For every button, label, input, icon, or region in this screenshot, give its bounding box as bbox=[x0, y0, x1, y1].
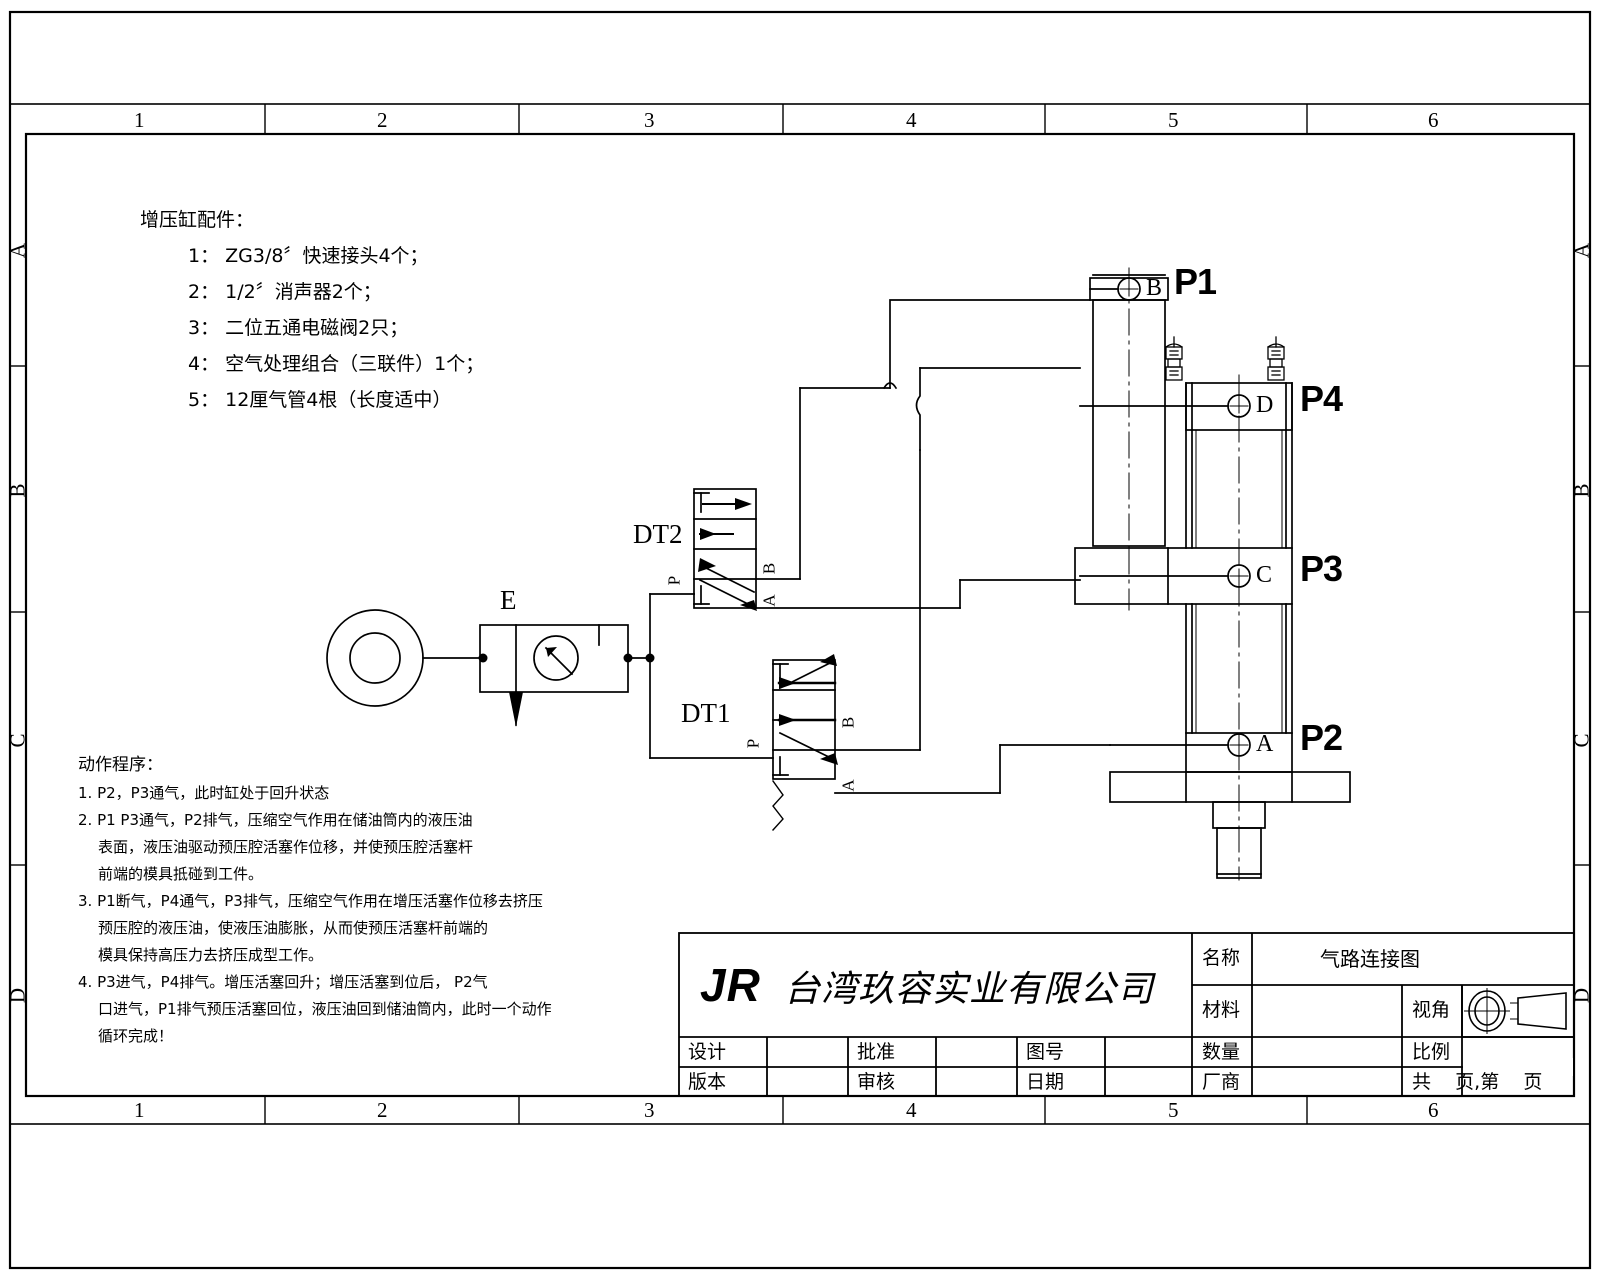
tb-approve-label: 批准 bbox=[857, 1041, 896, 1063]
parts-note-item-2: 2： 1/2〞消声器2个； bbox=[188, 281, 382, 303]
frl-label: E bbox=[500, 585, 517, 615]
zone-bottom-3: 3 bbox=[644, 1098, 655, 1122]
parts-note-item-3: 3： 二位五通电磁阀2只； bbox=[188, 317, 409, 339]
valve-dt2-label: DT2 bbox=[633, 519, 683, 549]
procedure-line-1: 1. P2，P3通气，此时缸处于回升状态 bbox=[78, 784, 330, 802]
procedure-line-8: 4. P3进气，P4排气。增压活塞回升；增压活塞到位后， P2气 bbox=[78, 973, 488, 991]
procedure-line-5: 3. P1断气，P4通气，P3排气，压缩空气作用在增压活塞作位移去挤压 bbox=[78, 892, 543, 910]
tb-qty-label: 数量 bbox=[1202, 1041, 1241, 1063]
procedure-line-10: 循环完成！ bbox=[98, 1027, 174, 1045]
cylinder-mark-c: C bbox=[1256, 562, 1273, 588]
cylinder-port-p2: P2 bbox=[1300, 717, 1343, 758]
procedure-block: 动作程序： 1. P2，P3通气，此时缸处于回升状态 2. P1 P3通气，P2… bbox=[78, 750, 552, 1046]
parts-note-heading: 增压缸配件： bbox=[140, 209, 255, 231]
zone-top-2: 2 bbox=[377, 108, 388, 132]
tb-name-label: 名称 bbox=[1202, 947, 1241, 969]
projection-symbol bbox=[1464, 988, 1567, 1034]
procedure-line-7: 模具保持高压力去挤压成型工作。 bbox=[98, 946, 324, 964]
parts-note-item-5: 5： 12厘气管4根（长度适中） bbox=[188, 389, 452, 411]
cylinder-port-p1: P1 bbox=[1174, 261, 1217, 302]
booster-cylinder-assembly bbox=[1074, 267, 1351, 881]
company-name: 台湾玖容实业有限公司 bbox=[784, 969, 1155, 1010]
procedure-line-9: 口进气，P1排气预压活塞回位，液压油回到储油筒内，此时一个动作 bbox=[98, 1000, 552, 1018]
zone-top-6: 6 bbox=[1428, 108, 1439, 132]
valve-dt2-symbol bbox=[693, 488, 757, 611]
procedure-line-3: 表面，液压油驱动预压腔活塞作位移，并使预压腔活塞杆 bbox=[98, 838, 474, 856]
procedure-line-4: 前端的模具抵碰到工件。 bbox=[98, 865, 264, 883]
zone-bottom-5: 5 bbox=[1168, 1098, 1179, 1122]
tb-drawingno-label: 图号 bbox=[1026, 1041, 1065, 1063]
cylinder-mark-d: D bbox=[1256, 392, 1274, 418]
tb-material-label: 材料 bbox=[1202, 999, 1241, 1021]
zone-top-3: 3 bbox=[644, 108, 655, 132]
cylinder-mark-a: A bbox=[1256, 731, 1274, 757]
tb-view-label: 视角 bbox=[1412, 999, 1451, 1021]
brand-mark: JR bbox=[700, 959, 761, 1011]
valve-dt1-label: DT1 bbox=[681, 698, 731, 728]
tb-check-label: 审核 bbox=[857, 1071, 896, 1093]
zone-bottom-1: 1 bbox=[134, 1098, 145, 1122]
tb-version-label: 版本 bbox=[688, 1071, 727, 1093]
zone-top-4: 4 bbox=[906, 108, 917, 132]
procedure-line-6: 预压腔的液压油，使液压油膨胀，从而使预压活塞杆前端的 bbox=[98, 919, 489, 937]
zone-bottom-6: 6 bbox=[1428, 1098, 1439, 1122]
tb-pages-label: 共 页,第 页 bbox=[1412, 1071, 1543, 1093]
procedure-heading: 动作程序： bbox=[78, 755, 163, 775]
valve-dt1-symbol bbox=[772, 654, 838, 831]
parts-note-item-4: 4： 空气处理组合（三联件）1个； bbox=[188, 353, 485, 375]
cylinder-mark-b: B bbox=[1146, 275, 1163, 301]
cylinder-port-p3: P3 bbox=[1300, 548, 1343, 589]
zone-bottom-4: 4 bbox=[906, 1098, 917, 1122]
zone-top-1: 1 bbox=[134, 108, 145, 132]
tb-name-value: 气路连接图 bbox=[1320, 947, 1420, 971]
zone-top-5: 5 bbox=[1168, 108, 1179, 132]
parts-note-item-1: 1： ZG3/8〞快速接头4个； bbox=[188, 245, 429, 267]
tb-design-label: 设计 bbox=[688, 1041, 727, 1063]
tb-scale-label: 比例 bbox=[1412, 1041, 1451, 1063]
zone-bottom-2: 2 bbox=[377, 1098, 388, 1122]
parts-note-block: 增压缸配件： 1： ZG3/8〞快速接头4个； 2： 1/2〞消声器2个； 3：… bbox=[140, 205, 484, 412]
procedure-line-2: 2. P1 P3通气，P2排气，压缩空气作用在储油筒内的液压油 bbox=[78, 811, 473, 829]
cylinder-port-p4: P4 bbox=[1300, 378, 1343, 419]
tb-vendor-label: 厂商 bbox=[1202, 1071, 1241, 1093]
tb-date-label: 日期 bbox=[1026, 1071, 1065, 1093]
